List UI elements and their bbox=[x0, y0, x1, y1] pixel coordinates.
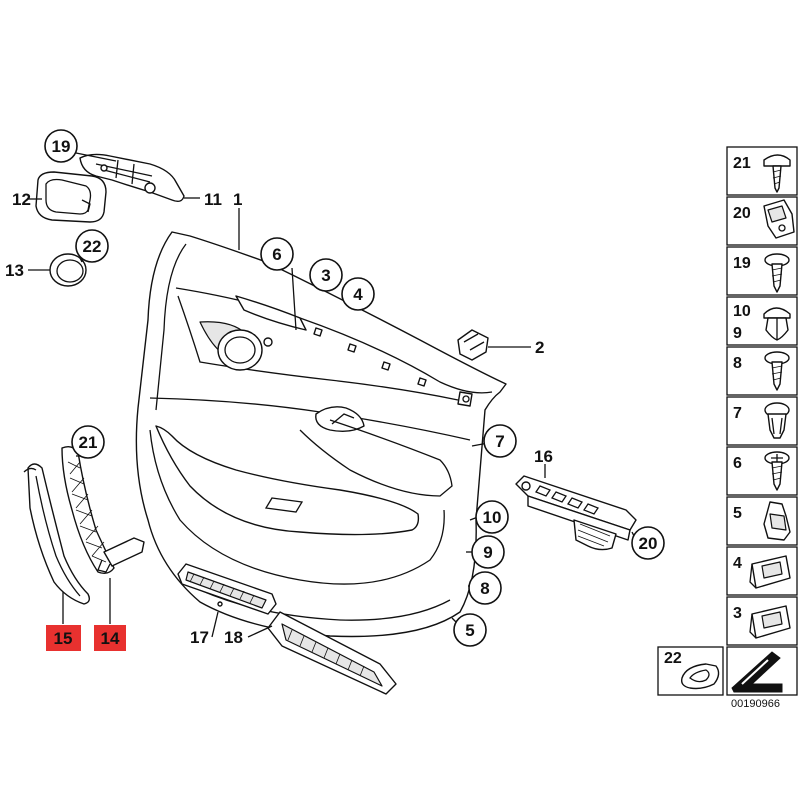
callout-8: 8 bbox=[480, 579, 489, 598]
side-part-label-6: 6 bbox=[733, 455, 742, 472]
expansion-rivet-icon bbox=[763, 307, 791, 341]
callout-9: 9 bbox=[483, 543, 492, 562]
reference-number: 00190966 bbox=[731, 698, 780, 710]
window-switch-block bbox=[515, 475, 637, 551]
legend-part-label-22: 22 bbox=[664, 650, 682, 667]
clip-nut-icon bbox=[763, 199, 795, 239]
callout-5: 5 bbox=[465, 621, 474, 640]
callout-3: 3 bbox=[321, 266, 330, 285]
callout-7: 7 bbox=[495, 432, 504, 451]
oval-cover-icon bbox=[680, 663, 720, 690]
side-part-label-4: 4 bbox=[733, 555, 742, 572]
side-part-label-8: 8 bbox=[733, 355, 742, 372]
door-handle-bracket bbox=[79, 153, 185, 203]
callout-22: 22 bbox=[83, 237, 102, 256]
callout-4: 4 bbox=[353, 285, 363, 304]
callout-15: 15 bbox=[54, 629, 73, 648]
highlight-badge-14 bbox=[94, 625, 126, 651]
speaker-grille-lower bbox=[177, 563, 277, 615]
retainer-bracket-icon bbox=[749, 555, 791, 589]
round-cover-cap bbox=[49, 253, 87, 287]
side-part-label-5: 5 bbox=[733, 505, 742, 522]
inside-door-handle bbox=[35, 171, 107, 223]
callout-13: 13 bbox=[5, 261, 24, 280]
side-part-label-3: 3 bbox=[733, 605, 742, 622]
callout-6: 6 bbox=[272, 245, 281, 264]
side-part-label-10: 10 bbox=[733, 303, 751, 320]
pull-handle-carrier bbox=[61, 445, 145, 575]
callout-19: 19 bbox=[52, 137, 71, 156]
callout-2: 2 bbox=[535, 338, 544, 357]
retainer-bracket-icon bbox=[749, 605, 791, 639]
direction-arrow-icon bbox=[731, 651, 783, 693]
plastic-clip-icon bbox=[763, 501, 791, 541]
callout-10: 10 bbox=[483, 508, 502, 527]
side-part-label-21: 21 bbox=[733, 155, 751, 172]
callout-labels: 19 12 11 1 22 13 6 3 4 2 21 7 16 10 20 9… bbox=[5, 129, 665, 651]
callout-1: 1 bbox=[233, 190, 242, 209]
speaker-grille-long bbox=[267, 611, 397, 695]
callout-16: 16 bbox=[534, 447, 553, 466]
screw-icon bbox=[764, 351, 790, 391]
callout-11: 11 bbox=[204, 190, 222, 209]
side-part-label-20: 20 bbox=[733, 205, 751, 222]
fastener-strip: 21 20 19 10 9 8 7 6 5 4 3 bbox=[726, 146, 798, 646]
callout-18: 18 bbox=[224, 628, 243, 647]
screw-icon bbox=[764, 253, 790, 293]
pull-handle-cover bbox=[23, 463, 91, 605]
side-part-label-19: 19 bbox=[733, 255, 751, 272]
callout-20: 20 bbox=[639, 534, 658, 553]
trim-clip bbox=[457, 329, 489, 361]
callout-17: 17 bbox=[190, 628, 209, 647]
callout-21: 21 bbox=[79, 433, 98, 452]
callout-12: 12 bbox=[12, 190, 31, 209]
callout-14: 14 bbox=[101, 629, 120, 648]
door-trim-panel bbox=[135, 231, 507, 638]
legend-box: 22 00190966 bbox=[657, 646, 798, 710]
highlight-badge-15 bbox=[46, 625, 81, 651]
torx-screw-icon bbox=[763, 154, 791, 193]
spreading-clip-icon bbox=[764, 402, 790, 439]
side-part-label-9: 9 bbox=[733, 325, 742, 342]
screw-icon bbox=[764, 451, 790, 491]
side-part-label-7: 7 bbox=[733, 405, 742, 422]
